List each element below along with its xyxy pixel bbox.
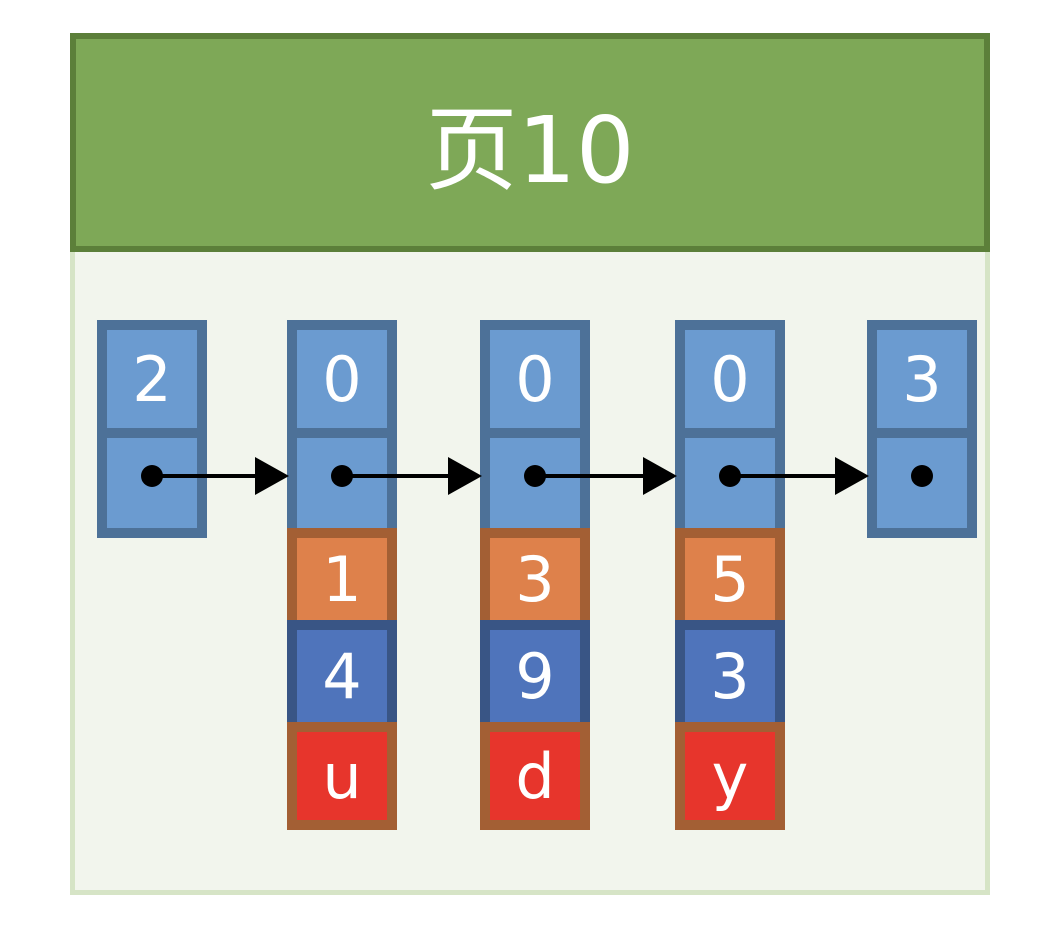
page-title: 页10: [70, 33, 990, 252]
record-field-cell: d: [480, 722, 590, 830]
record-field-cell: y: [675, 722, 785, 830]
record-field-cell: 4: [287, 620, 397, 732]
record-header-cell: 2: [97, 320, 207, 438]
arrowhead: [643, 457, 677, 495]
arrowhead: [448, 457, 482, 495]
arrowhead: [835, 457, 869, 495]
record-header-cell: 0: [480, 320, 590, 438]
record-field-cell: u: [287, 722, 397, 830]
record-header-cell: 0: [287, 320, 397, 438]
record-pointer-cell: [675, 428, 785, 538]
arrowhead: [255, 457, 289, 495]
pointer-dot: [911, 465, 933, 487]
